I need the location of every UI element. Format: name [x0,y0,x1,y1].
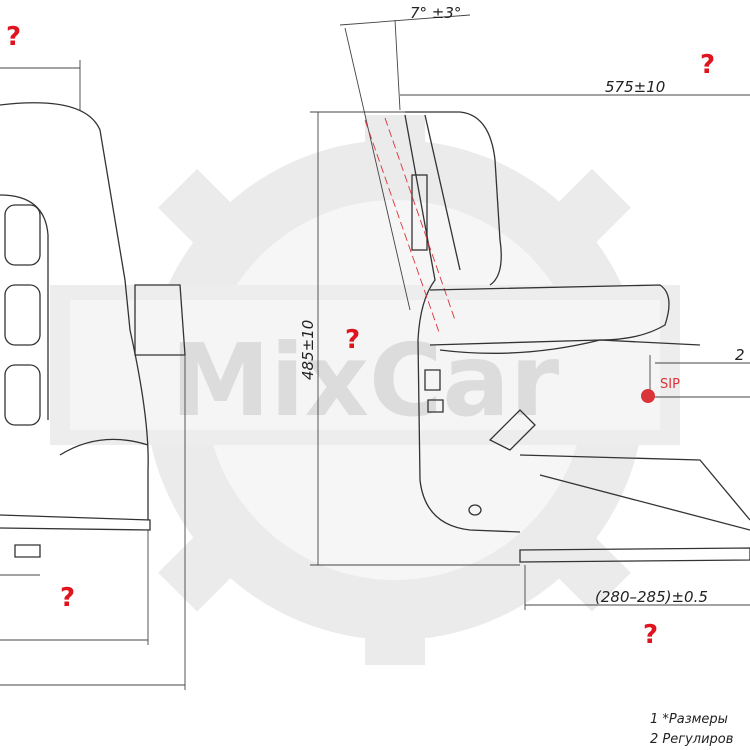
unknown-marker: ? [700,50,716,80]
slide-dimension: (280–285)±0.5 [595,588,708,606]
sip-point-icon [641,389,655,403]
unknown-marker: ? [345,325,361,355]
front-view [0,60,186,690]
note-1: 1 *Размеры [650,712,728,727]
watermark-gear [50,115,680,665]
unknown-marker: ? [6,22,22,52]
unknown-marker: ? [643,620,659,650]
sip-label: SIP [660,377,680,392]
height-dimension: 485±10 [299,320,317,380]
sip-offset-dimension: 2 [735,346,745,364]
side-view [310,14,750,610]
tilt-angle-dimension: 7° ±3° [410,4,461,22]
watermark-text: MixCar [171,322,560,439]
note-2: 2 Регулиров [650,732,734,747]
depth-dimension: 575±10 [605,78,665,96]
unknown-marker: ? [60,583,76,613]
